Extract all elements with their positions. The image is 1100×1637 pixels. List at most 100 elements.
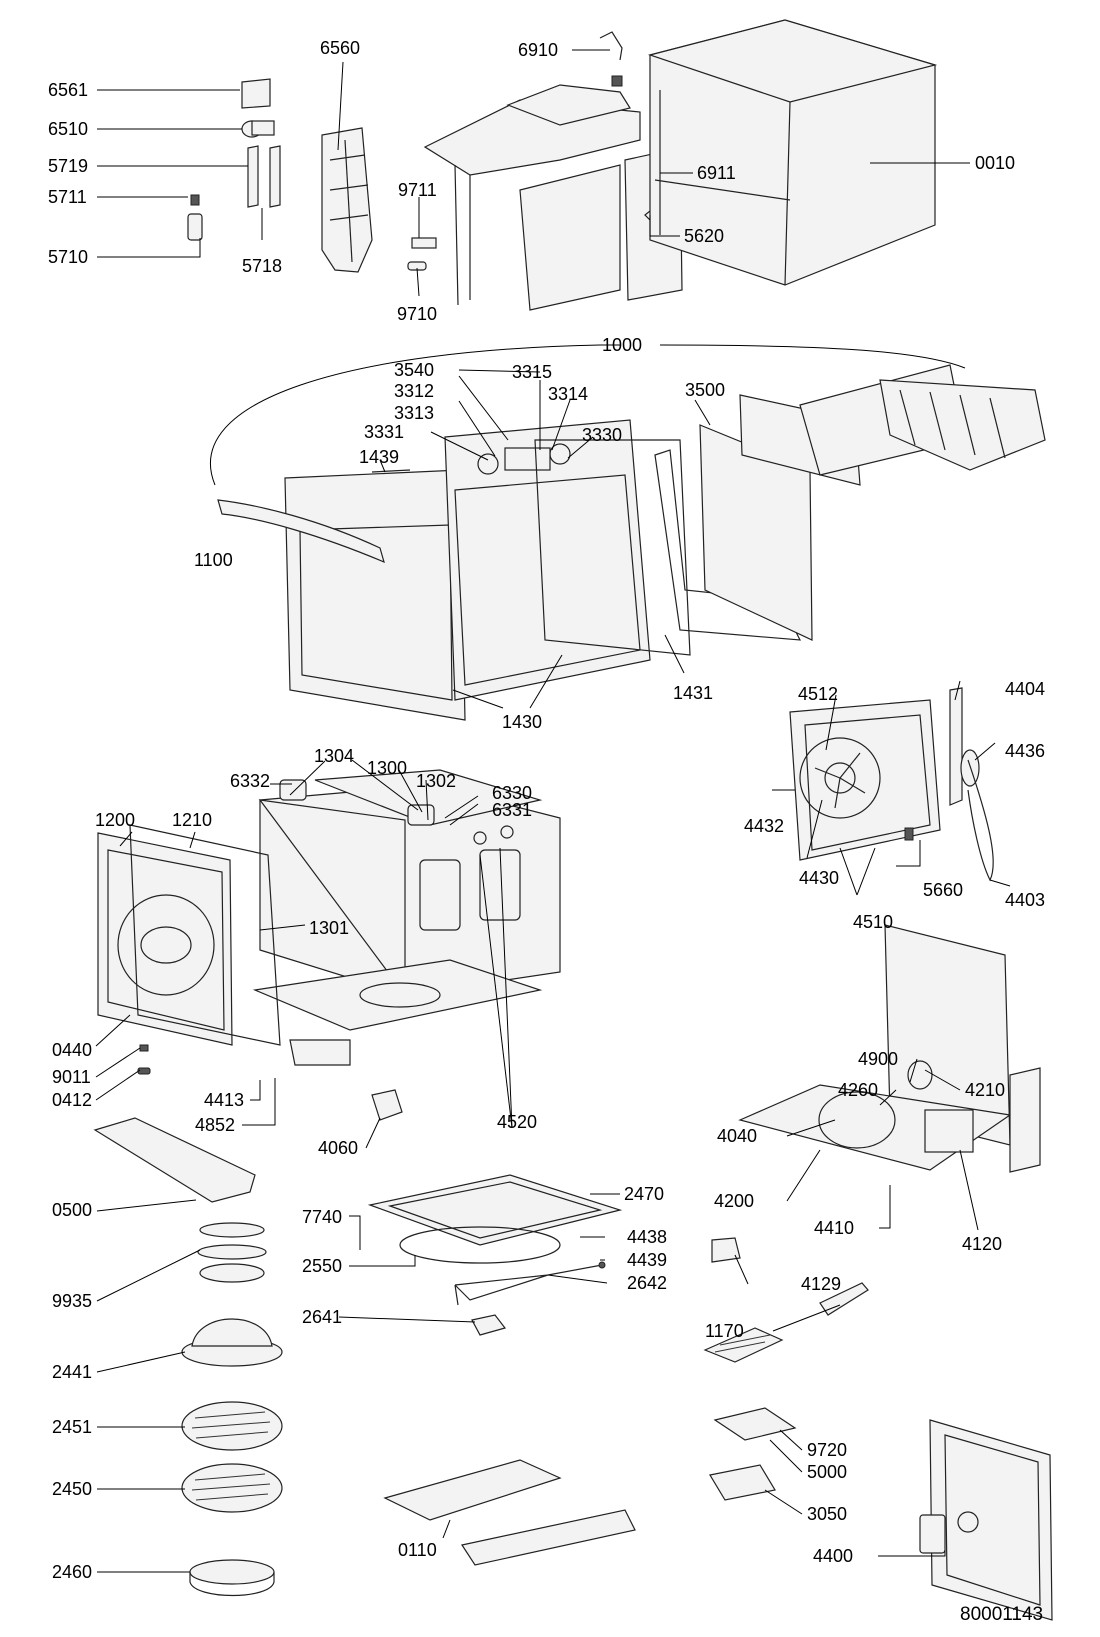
label-4060: 4060 <box>318 1138 359 1158</box>
label-1439: 1439 <box>359 447 400 467</box>
part-5710 <box>187 194 203 241</box>
part-0110-bottom <box>383 1459 636 1566</box>
label-6330: 6330 <box>492 783 533 803</box>
label-4200: 4200 <box>714 1191 755 1211</box>
part-2450-grill <box>181 1463 283 1513</box>
part-door-frame <box>284 419 651 721</box>
label-0440: 0440 <box>52 1040 93 1060</box>
label-4403: 4403 <box>1005 890 1046 910</box>
label-3500: 3500 <box>685 380 726 400</box>
label-5710: 5710 <box>48 247 89 267</box>
part-2641 <box>471 1314 507 1336</box>
label-9720: 9720 <box>807 1440 848 1460</box>
label-4439: 4439 <box>627 1250 668 1270</box>
part-top-cover-right <box>739 364 1046 486</box>
label-9935: 9935 <box>52 1291 93 1311</box>
label-4438: 4438 <box>627 1227 668 1247</box>
part-1431-panel <box>534 439 691 656</box>
label-1170: 1170 <box>705 1321 744 1341</box>
label-6510: 6510 <box>48 119 89 139</box>
part-2460-ring <box>189 1559 275 1596</box>
label-4432: 4432 <box>744 816 785 836</box>
part-base-assembly <box>738 924 1041 1173</box>
label-9011: 9011 <box>52 1067 91 1087</box>
part-1439 <box>371 469 411 473</box>
label-4400: 4400 <box>813 1546 854 1566</box>
label-5711: 5711 <box>48 187 87 207</box>
label-1200: 1200 <box>95 810 136 830</box>
label-2641: 2641 <box>302 1307 343 1327</box>
label-6911: 6911 <box>697 163 736 183</box>
leader-lines <box>95 49 1011 1573</box>
label-3330: 3330 <box>582 425 623 445</box>
part-4400-frame <box>919 1419 1053 1621</box>
part-6510 <box>241 120 275 138</box>
label-5620: 5620 <box>684 226 725 246</box>
part-9711 <box>411 237 437 249</box>
part-2441-lid <box>181 1318 283 1367</box>
label-4120: 4120 <box>962 1234 1003 1254</box>
label-4129: 4129 <box>801 1274 842 1294</box>
label-3312: 3312 <box>394 381 435 401</box>
part-control-housing <box>423 84 683 311</box>
part-6561 <box>241 78 271 109</box>
diagram-code: 80001143 <box>960 1604 1044 1625</box>
label-9710: 9710 <box>397 304 438 324</box>
label-4410: 4410 <box>814 1218 855 1238</box>
label-2460: 2460 <box>52 1562 93 1582</box>
part-0412 <box>137 1067 151 1075</box>
label-0010: 0010 <box>975 153 1016 173</box>
part-9935-dishes <box>197 1222 267 1283</box>
label-1302: 1302 <box>416 771 457 791</box>
label-1301: 1301 <box>309 918 350 938</box>
part-5719 <box>247 145 281 208</box>
label-6561: 6561 <box>48 80 89 100</box>
label-5718: 5718 <box>242 256 283 276</box>
label-7740: 7740 <box>302 1207 343 1227</box>
label-4436: 4436 <box>1005 741 1046 761</box>
label-3313: 3313 <box>394 403 435 423</box>
label-3315: 3315 <box>512 362 553 382</box>
label-4040: 4040 <box>717 1126 758 1146</box>
label-3540: 3540 <box>394 360 435 380</box>
part-6560 <box>321 127 373 273</box>
part-2550-ring <box>399 1226 561 1264</box>
label-4404: 4404 <box>1005 679 1046 699</box>
label-1210: 1210 <box>172 810 213 830</box>
label-6560: 6560 <box>320 38 361 58</box>
part-1100-handle <box>217 499 385 564</box>
label-4520: 4520 <box>497 1112 538 1132</box>
part-4060 <box>371 1089 403 1121</box>
label-4510: 4510 <box>853 912 894 932</box>
part-4129 <box>711 1237 741 1263</box>
part-grid-tray <box>703 1327 784 1363</box>
label-3314: 3314 <box>548 384 589 404</box>
label-4260: 4260 <box>838 1080 879 1100</box>
part-3050 <box>709 1464 776 1501</box>
label-1300: 1300 <box>367 758 408 778</box>
part-0010-outer-case <box>647 19 938 286</box>
label-3331: 3331 <box>364 422 405 442</box>
label-0110: 0110 <box>398 1540 437 1560</box>
label-0500: 0500 <box>52 1200 93 1220</box>
label-2450: 2450 <box>52 1479 93 1499</box>
label-2550: 2550 <box>302 1256 343 1276</box>
part-1200-door <box>97 832 233 1046</box>
label-9711: 9711 <box>398 180 437 200</box>
part-2470-tray <box>367 1174 623 1246</box>
part-33xx-knobs <box>477 443 571 475</box>
label-4210: 4210 <box>965 1080 1006 1100</box>
label-5719: 5719 <box>48 156 89 176</box>
part-1210-frame <box>129 824 281 1046</box>
part-2451-grill <box>181 1401 283 1451</box>
part-9720 <box>713 1407 797 1441</box>
label-0412: 0412 <box>52 1090 93 1110</box>
label-1304: 1304 <box>314 746 355 766</box>
part-0500-strip <box>93 1117 256 1203</box>
part-9011 <box>139 1044 149 1052</box>
label-1430: 1430 <box>502 712 543 732</box>
label-5000: 5000 <box>807 1462 848 1482</box>
label-2642: 2642 <box>627 1273 668 1293</box>
label-4900: 4900 <box>858 1049 899 1069</box>
